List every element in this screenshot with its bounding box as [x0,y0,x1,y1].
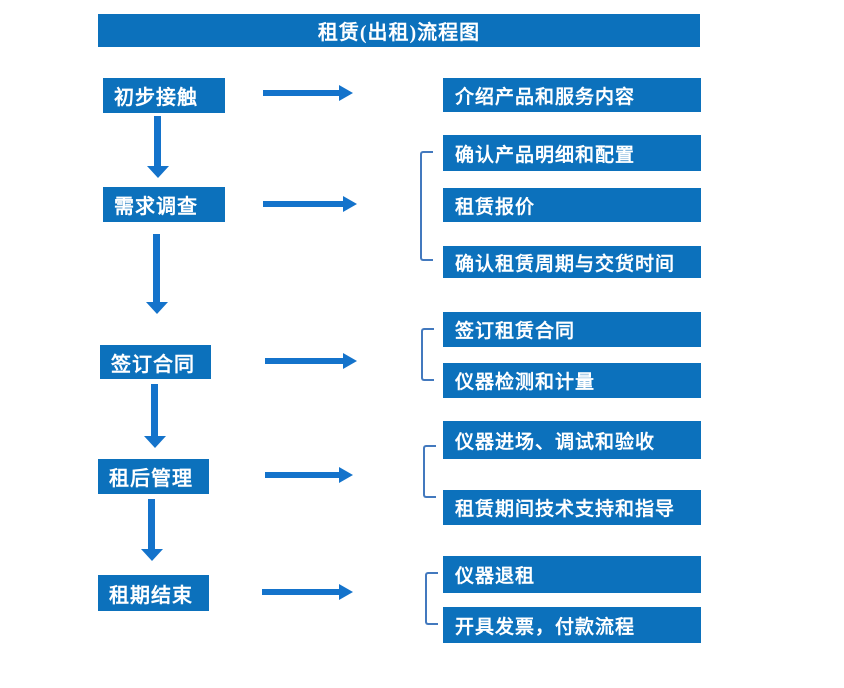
output-box-instrument-setup-acceptance: 仪器进场、调试和验收 [443,421,701,459]
output-label: 确认产品明细和配置 [455,144,636,166]
right-arrow-stem [263,201,343,207]
output-label: 确认租赁周期与交货时间 [455,253,676,275]
right-arrow-stem [265,472,339,478]
down-arrow-head [141,549,163,561]
output-label: 租赁期间技术支持和指导 [455,499,676,520]
output-box-instrument-testing: 仪器检测和计量 [443,363,701,398]
step-label: 初步接触 [114,87,198,109]
output-label: 租赁报价 [455,196,536,218]
down-arrow-stem [153,234,160,302]
flowchart-title-text: 租赁(出租)流程图 [317,22,481,44]
down-arrow-head [144,436,166,448]
right-arrow-head [339,467,353,483]
step-box-needs-survey: 需求调查 [103,187,225,222]
output-box-invoice-payment: 开具发票，付款流程 [443,607,701,643]
output-label: 仪器退租 [455,566,536,587]
step-label: 租期结束 [109,584,193,607]
down-arrow-stem [148,499,155,549]
output-box-sign-rental-contract: 签订租赁合同 [443,312,701,347]
down-arrow-head [146,302,168,314]
down-arrow-stem [154,116,161,166]
output-label: 开具发票，付款流程 [455,616,636,638]
output-box-confirm-period-delivery: 确认租赁周期与交货时间 [443,246,701,278]
right-arrow-head [343,353,357,369]
group-bracket-sign-contract [421,328,434,381]
output-label: 仪器检测和计量 [455,372,596,393]
output-box-rental-quote: 租赁报价 [443,188,701,222]
step-label: 签订合同 [111,353,195,376]
step-label: 租后管理 [109,468,193,490]
right-arrow-head [339,85,353,101]
output-label: 签订租赁合同 [455,321,576,342]
output-label: 介绍产品和服务内容 [455,86,636,108]
step-box-post-rental-management: 租后管理 [98,459,209,494]
group-bracket-needs-survey [420,151,433,261]
right-arrow-head [343,196,357,212]
right-arrow-stem [263,90,339,96]
group-bracket-post-rental [423,445,436,498]
output-box-technical-support: 租赁期间技术支持和指导 [443,490,701,525]
output-box-confirm-product-details: 确认产品明细和配置 [443,135,701,171]
right-arrow-stem [262,589,339,595]
step-label: 需求调查 [114,196,198,218]
down-arrow-stem [151,384,158,436]
output-label: 仪器进场、调试和验收 [455,431,656,453]
output-box-introduce-products: 介绍产品和服务内容 [443,78,701,112]
right-arrow-head [339,584,353,600]
right-arrow-stem [265,358,343,364]
down-arrow-head [147,166,169,178]
step-box-initial-contact: 初步接触 [103,78,225,113]
group-bracket-rental-end [425,572,438,625]
flowchart-title: 租赁(出租)流程图 [98,14,700,47]
step-box-rental-end: 租期结束 [98,575,209,611]
step-box-sign-contract: 签订合同 [100,345,211,379]
output-box-instrument-return: 仪器退租 [443,556,701,593]
